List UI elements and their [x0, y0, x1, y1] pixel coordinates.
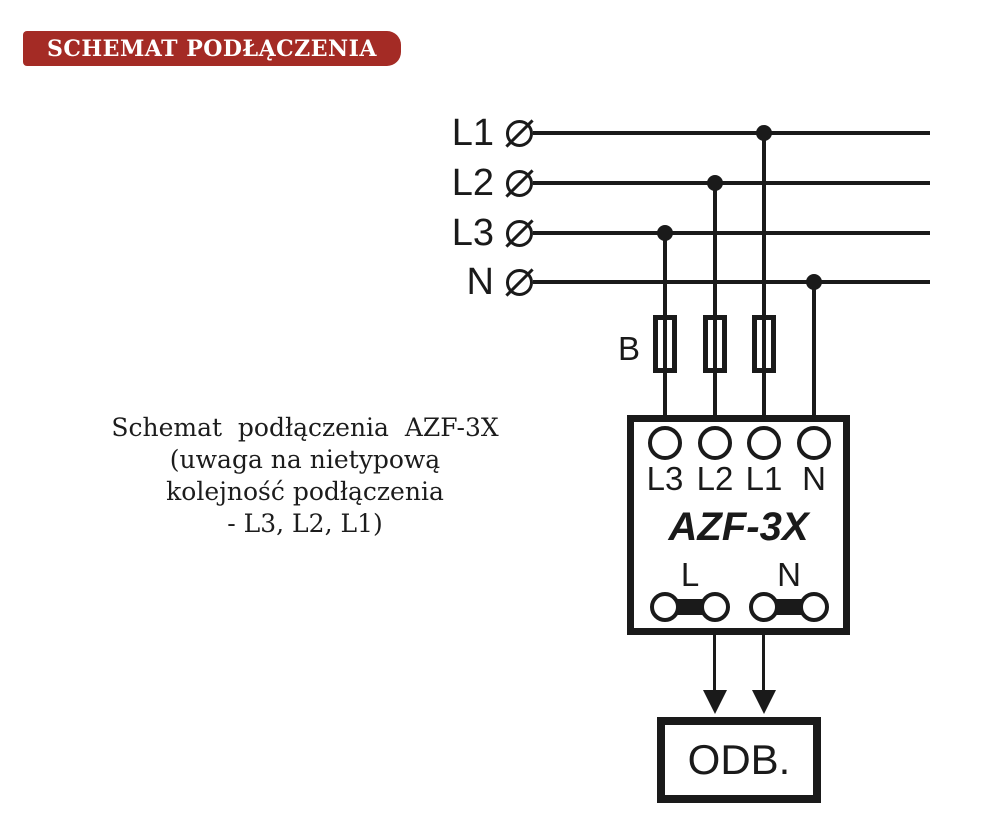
junction-dot-l2 — [707, 175, 723, 191]
caption-line-4: - L3, L2, L1) — [227, 509, 383, 538]
load-wire-n — [762, 635, 765, 692]
drop-wire-l1 — [762, 133, 766, 415]
open-terminal-icon-n — [505, 268, 534, 297]
caption-line-1: Schemat podłączenia AZF-3X — [111, 413, 499, 442]
open-terminal-icon-l2 — [505, 169, 534, 198]
output-terminal-label-l: L — [680, 556, 700, 593]
output-terminal-l-right — [700, 592, 730, 622]
phase-label-n: N — [466, 261, 494, 303]
load-wire-l — [713, 635, 716, 692]
input-terminal-l3 — [648, 426, 682, 460]
input-terminal-label-l2: L2 — [696, 460, 734, 497]
bus-line-l2 — [533, 181, 930, 185]
input-terminal-l1 — [747, 426, 781, 460]
load-box: ODB. — [657, 717, 821, 803]
caption-line-2: (uwaga na nietypową — [169, 445, 441, 474]
output-terminal-label-n: N — [777, 556, 801, 593]
section-header: SCHEMAT PODŁĄCZENIA — [23, 31, 401, 66]
fuse-icon-l1 — [752, 315, 776, 373]
output-terminal-n-right — [799, 592, 829, 622]
caption-line-3: kolejność podłączenia — [166, 477, 444, 506]
output-terminal-l-left — [650, 592, 680, 622]
input-terminal-n — [797, 426, 831, 460]
caption: Schemat podłączenia AZF-3X (uwaga na nie… — [70, 412, 540, 540]
section-header-label: SCHEMAT PODŁĄCZENIA — [47, 35, 377, 62]
drop-wire-l2 — [713, 183, 717, 415]
fuse-label: B — [617, 330, 640, 367]
load-label: ODB. — [687, 736, 791, 783]
drop-wire-n — [812, 282, 816, 415]
open-terminal-icon-l3 — [505, 219, 534, 248]
device-model: AZF-3X — [668, 505, 809, 549]
fuse-icon-l2 — [703, 315, 727, 373]
phase-label-l3: L3 — [451, 212, 494, 254]
bus-line-n — [533, 280, 930, 284]
input-terminal-l2 — [698, 426, 732, 460]
bus-line-l1 — [533, 131, 930, 135]
input-terminal-label-n: N — [802, 460, 826, 497]
input-terminal-label-l1: L1 — [745, 460, 783, 497]
bus-line-l3 — [533, 231, 930, 235]
junction-dot-n — [806, 274, 822, 290]
junction-dot-l3 — [657, 225, 673, 241]
open-terminal-icon-l1 — [505, 119, 534, 148]
phase-label-l2: L2 — [451, 162, 494, 204]
fuse-icon-l3 — [653, 315, 677, 373]
arrow-down-icon-n — [752, 690, 776, 714]
phase-label-l1: L1 — [451, 112, 494, 154]
input-terminal-label-l3: L3 — [646, 460, 684, 497]
junction-dot-l1 — [756, 125, 772, 141]
arrow-down-icon-l — [703, 690, 727, 714]
drop-wire-l3 — [663, 233, 667, 415]
output-terminal-n-left — [749, 592, 779, 622]
